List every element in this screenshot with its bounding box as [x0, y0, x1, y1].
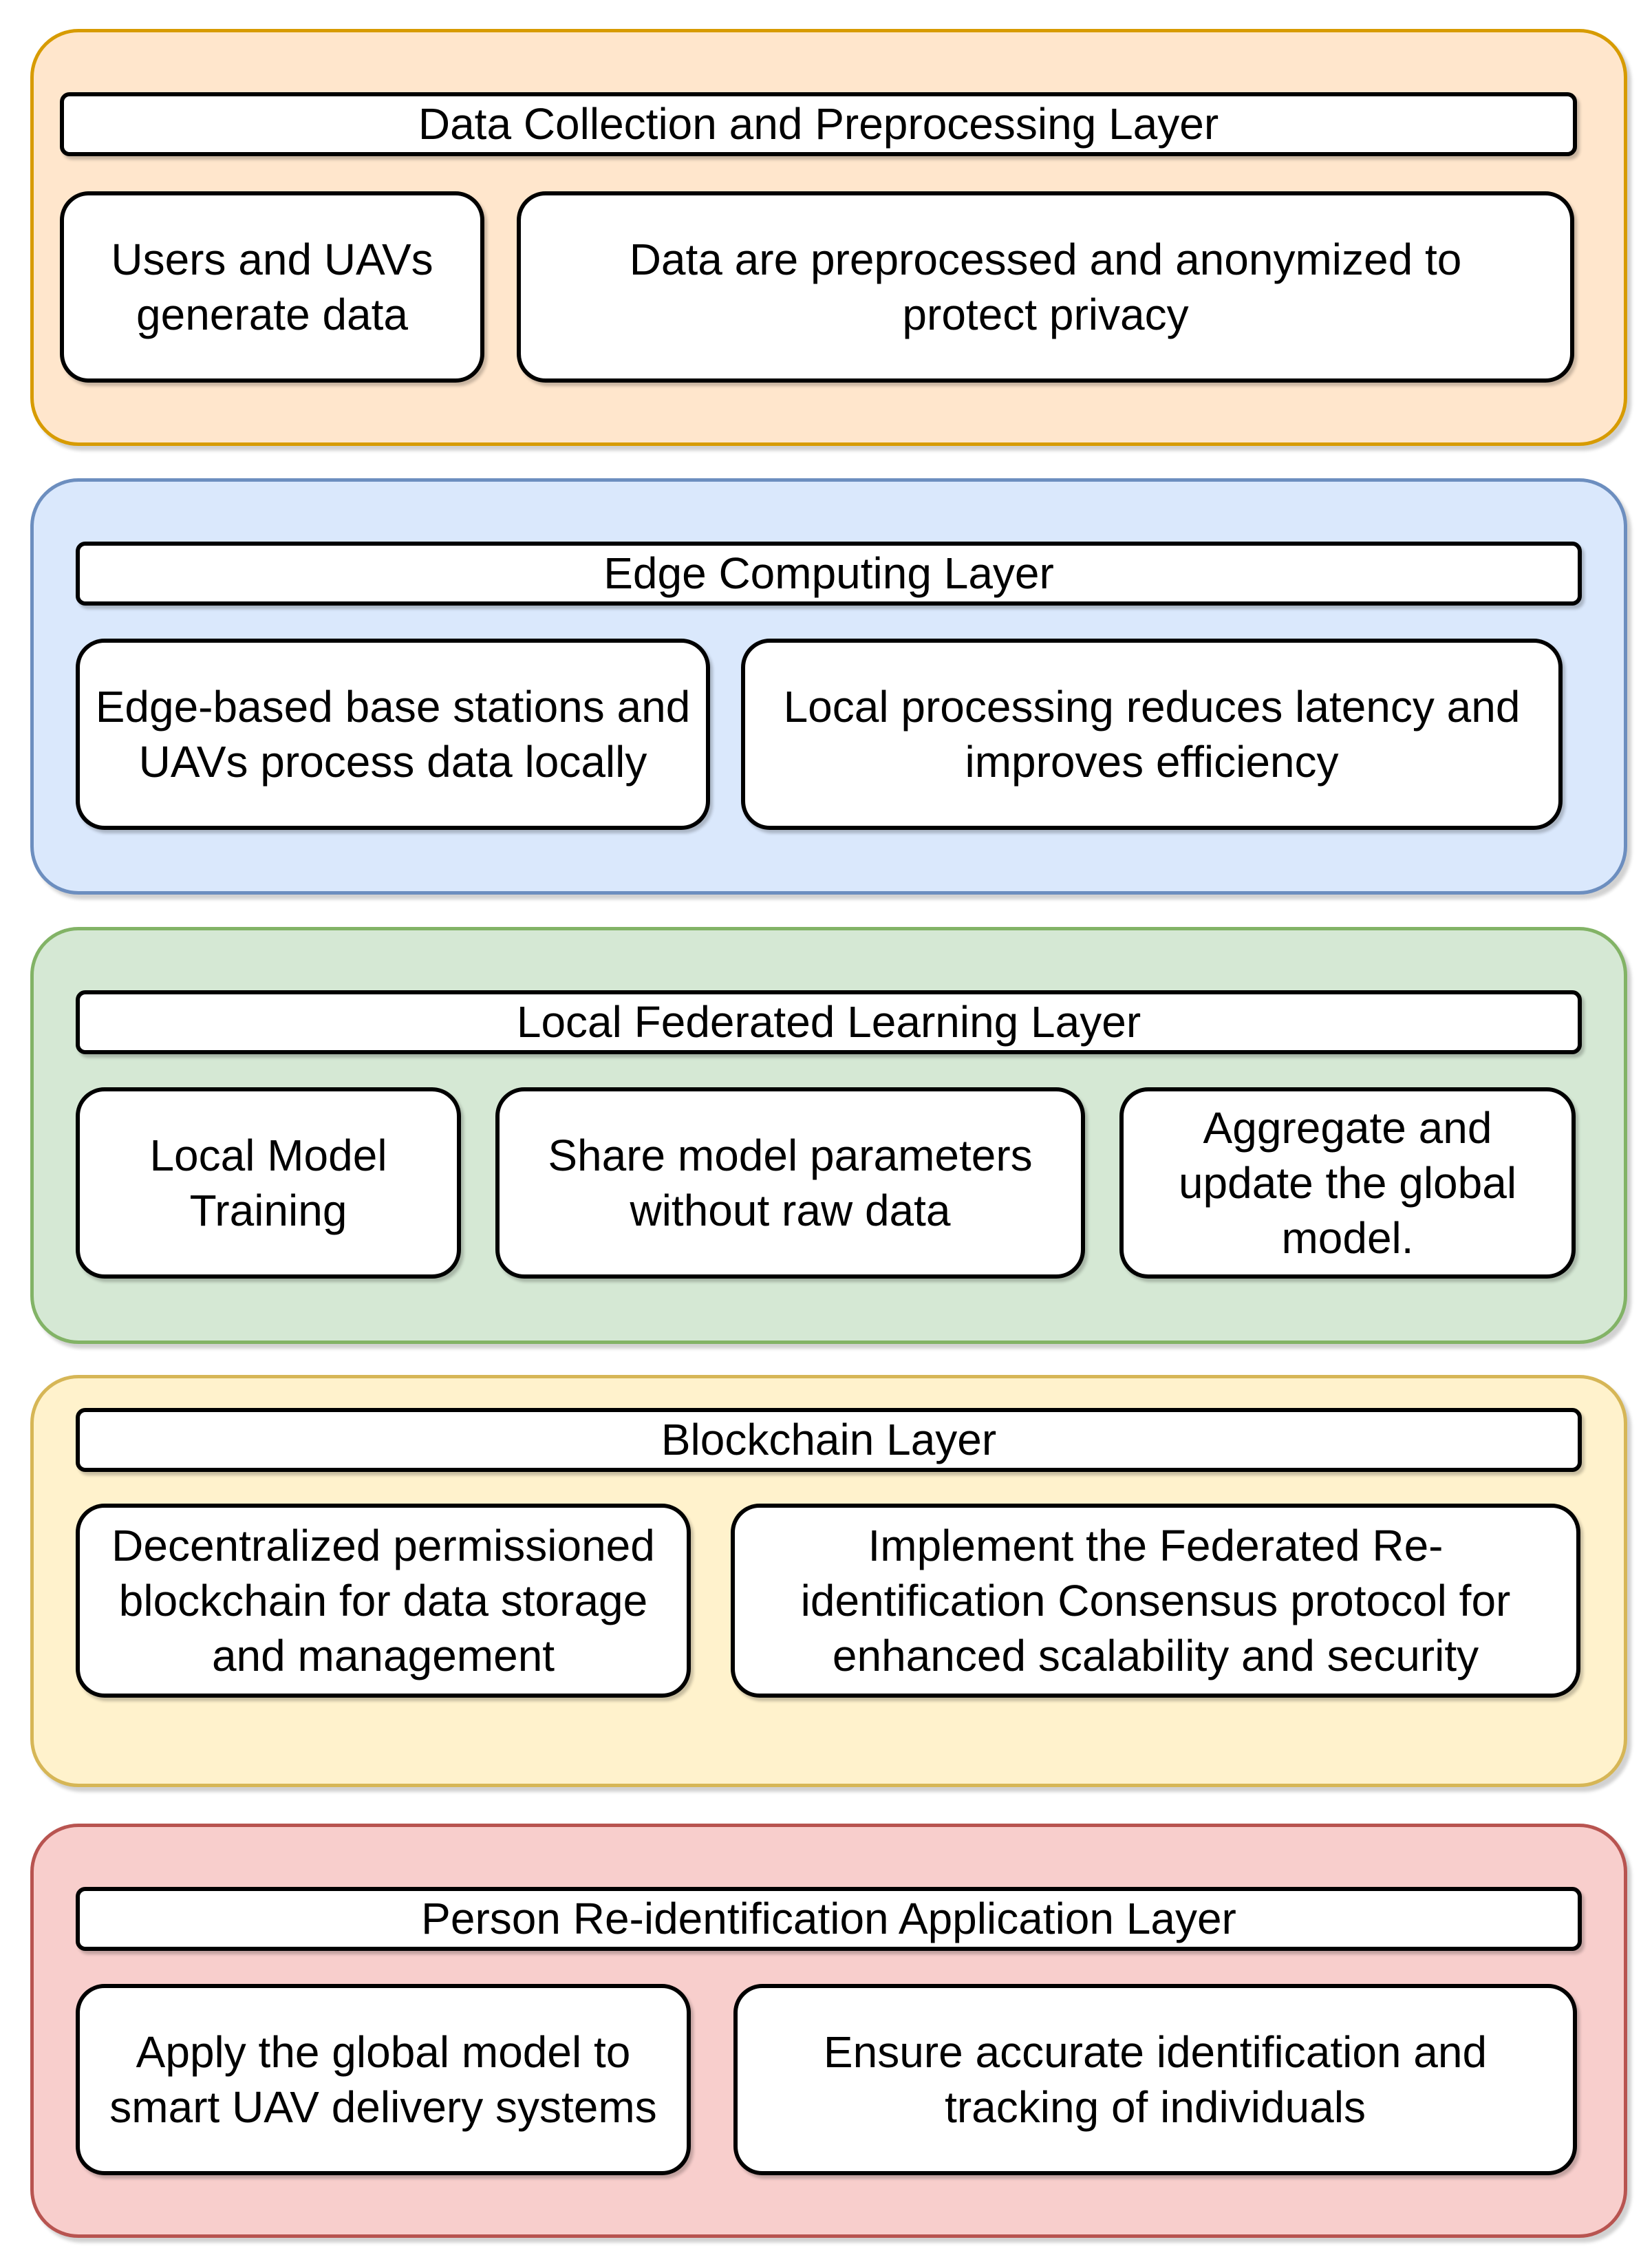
layer-boxes-row: Apply the global model to smart UAV deli… [76, 1984, 1582, 2175]
diagram-box: Apply the global model to smart UAV deli… [76, 1984, 691, 2175]
diagram-box: Implement the Federated Re- identificati… [731, 1504, 1580, 1698]
layer-boxes-row: Decentralized permissioned blockchain fo… [76, 1504, 1582, 1698]
layer-title-data-collection-and-preprocessing-layer: Data Collection and Preprocessing Layer [60, 92, 1577, 156]
layer-title-local-federated-learning-layer: Local Federated Learning Layer [76, 990, 1582, 1054]
diagram-box: Edge-based base stations and UAVs proces… [76, 639, 710, 830]
layer-title-blockchain-layer: Blockchain Layer [76, 1408, 1582, 1472]
layer-person-reid-application-layer: Person Re-identification Application Lay… [30, 1824, 1627, 2238]
diagram-box: Share model parameters without raw data [495, 1087, 1085, 1279]
diagram-box: Decentralized permissioned blockchain fo… [76, 1504, 691, 1698]
diagram-box: Data are preprocessed and anonymized to … [517, 191, 1574, 383]
diagram-box: Users and UAVs generate data [60, 191, 484, 383]
diagram-box: Ensure accurate identification and track… [733, 1984, 1577, 2175]
diagram-box: Aggregate and update the global model. [1119, 1087, 1576, 1279]
diagram-box: Local Model Training [76, 1087, 461, 1279]
diagram-box: Local processing reduces latency and imp… [741, 639, 1563, 830]
layer-boxes-row: Edge-based base stations and UAVs proces… [76, 639, 1582, 830]
layer-title-edge-computing-layer: Edge Computing Layer [76, 542, 1582, 606]
layer-title-person-reid-application-layer: Person Re-identification Application Lay… [76, 1887, 1582, 1951]
